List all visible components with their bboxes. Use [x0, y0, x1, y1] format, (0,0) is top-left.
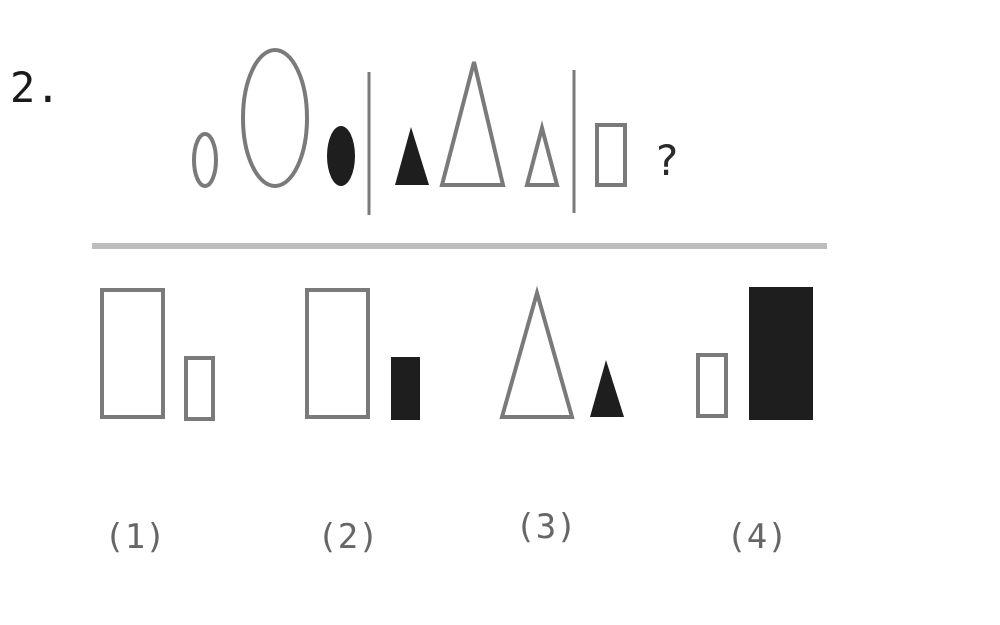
- option-4-figure[interactable]: [696, 287, 813, 420]
- small-hollow-rectangle: [595, 123, 627, 187]
- option-2-label[interactable]: (2): [317, 517, 378, 557]
- small-filled-circle: [327, 126, 355, 186]
- question-number: 2.: [10, 63, 61, 112]
- sequence-group-triangles: [395, 61, 560, 187]
- large-hollow-triangle: [499, 285, 575, 419]
- small-hollow-circle: [192, 132, 218, 188]
- small-hollow-triangle: [524, 120, 560, 187]
- large-hollow-rectangle: [100, 288, 165, 419]
- small-filled-triangle: [590, 360, 624, 417]
- unknown-mark: ?: [654, 136, 679, 185]
- large-hollow-triangle: [439, 61, 506, 187]
- small-hollow-rectangle: [696, 353, 728, 418]
- option-4-label[interactable]: (4): [726, 517, 787, 557]
- small-filled-rectangle: [391, 357, 420, 420]
- option-1-figure[interactable]: [100, 288, 215, 421]
- large-hollow-circle: [241, 48, 309, 188]
- option-1-label[interactable]: (1): [104, 517, 165, 557]
- option-3-figure[interactable]: [499, 285, 624, 419]
- option-3-label[interactable]: (3): [515, 507, 576, 547]
- small-hollow-rectangle: [184, 356, 215, 421]
- sequence-group-circles: [192, 48, 355, 188]
- sequence-group-rectangles: ?: [595, 123, 679, 187]
- large-hollow-rectangle: [305, 288, 370, 419]
- option-2-figure[interactable]: [305, 288, 420, 420]
- large-filled-rectangle: [749, 287, 813, 420]
- small-filled-triangle: [395, 127, 429, 185]
